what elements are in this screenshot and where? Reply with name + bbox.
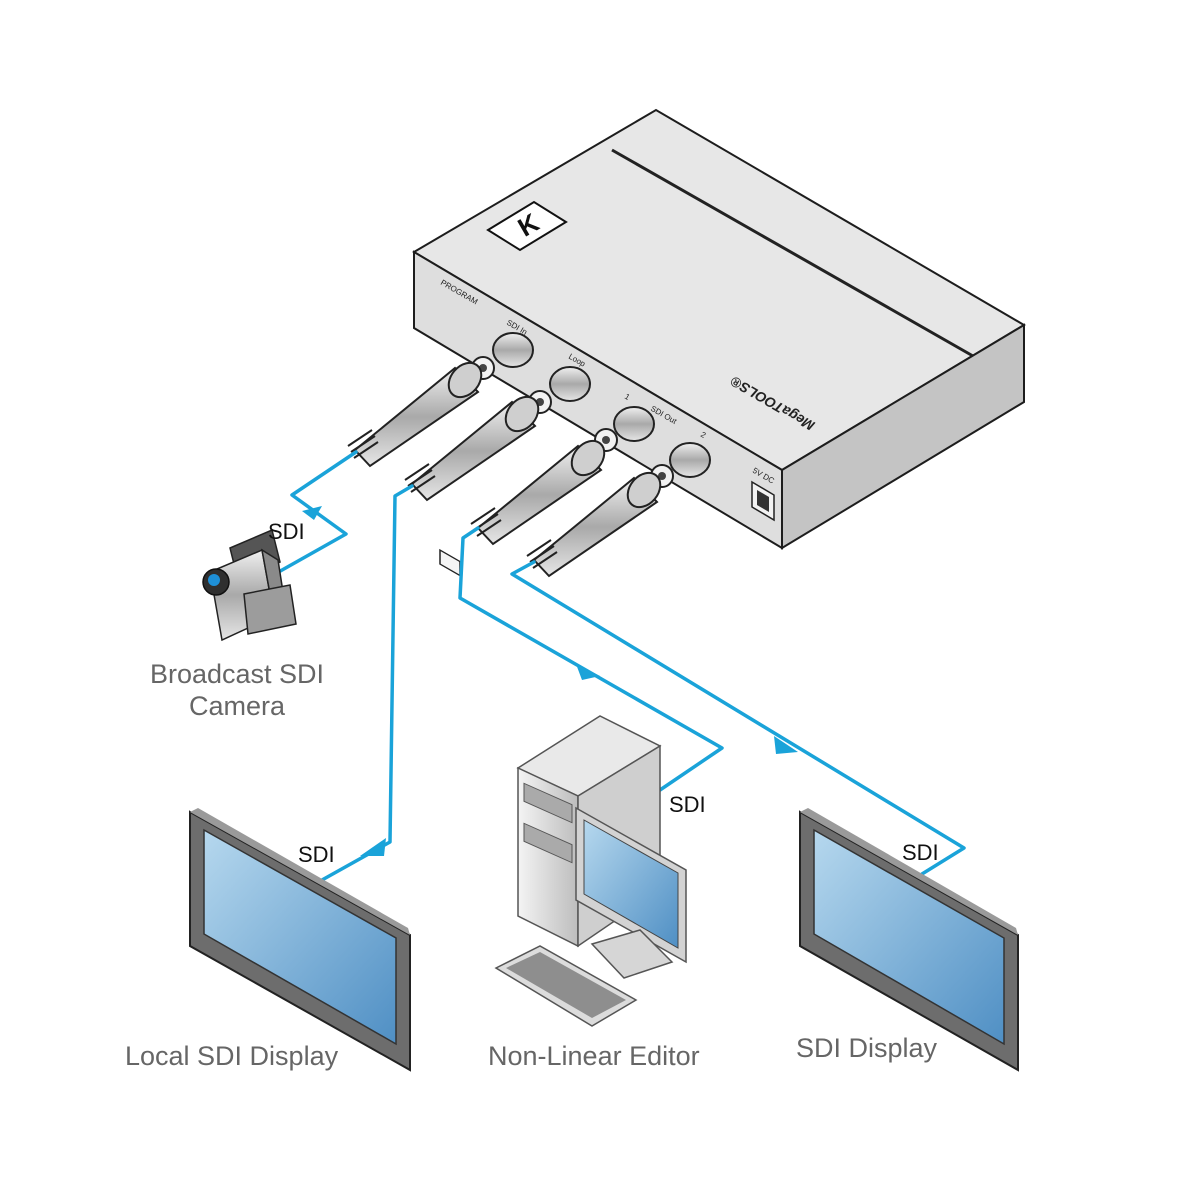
editor-caption: Non-Linear Editor — [488, 1041, 700, 1071]
arrow-local-display — [360, 838, 386, 856]
sdi-display-sdi-label: SDI — [902, 840, 939, 865]
sdi-distribution-amplifier: K MegaTOOLS® PROGRAM 5V DC SDI In Loop 1… — [412, 108, 1026, 577]
bnc-plug-local-display — [404, 395, 540, 502]
local-display-caption: Local SDI Display — [125, 1041, 339, 1071]
sdi-display-caption: SDI Display — [796, 1033, 938, 1063]
flow-arrows — [302, 506, 798, 856]
bnc-plug-sdi-display — [526, 471, 662, 578]
device-top-seam — [611, 148, 981, 362]
power-port — [751, 480, 775, 522]
sdi-display-icon — [799, 808, 1019, 1072]
local-display-icon — [189, 808, 411, 1072]
out-1-port-label: 1 — [623, 392, 632, 402]
arrow-editor — [576, 664, 600, 680]
arrow-sdi-display — [774, 736, 798, 754]
camera-caption-line2: Camera — [188, 691, 286, 722]
camera-caption: Broadcast SDI Camera — [132, 658, 342, 723]
bnc-plug-camera — [347, 361, 483, 468]
editor-sdi-label: SDI — [669, 792, 706, 817]
local-display-sdi-label: SDI — [298, 842, 335, 867]
cable-editor — [458, 526, 724, 792]
camera-caption-line1: Broadcast SDI — [149, 659, 325, 689]
program-port — [439, 548, 461, 577]
cable-local-display — [320, 484, 414, 882]
out-2-port-label: 2 — [699, 430, 708, 440]
device-side-panel — [781, 323, 1025, 550]
editor-workstation-icon — [494, 715, 687, 1027]
kramer-logo: K — [486, 200, 568, 252]
camera-sdi-label: SDI — [268, 519, 305, 544]
cables — [273, 450, 966, 882]
cable-camera — [273, 450, 358, 576]
arrow-camera-input — [302, 506, 322, 520]
cable-sdi-display — [510, 560, 966, 876]
camera-icon — [202, 528, 297, 642]
